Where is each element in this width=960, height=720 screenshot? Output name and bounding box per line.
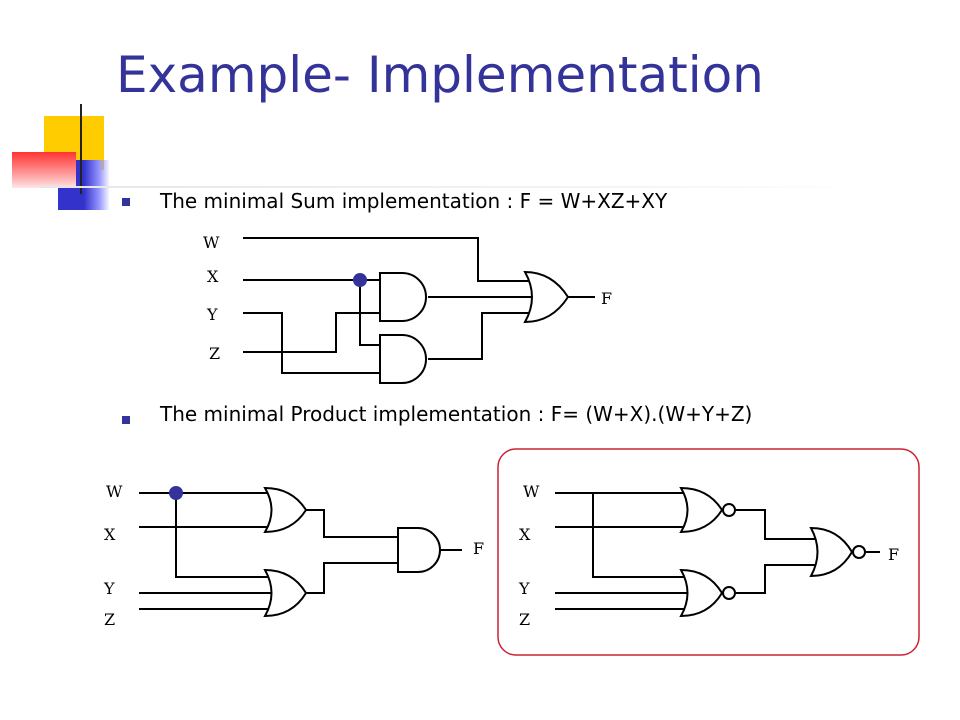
pos-input-w-label: W — [106, 482, 123, 501]
bullet-marker-1 — [122, 198, 130, 206]
deco-vertical-line — [80, 104, 82, 194]
pos-input-z-label: Z — [104, 610, 115, 629]
nor-gate-3 — [809, 526, 854, 578]
nor-gate-1 — [679, 486, 724, 534]
pos-wire-w-branch — [175, 493, 272, 578]
bullet-marker-2 — [122, 416, 130, 424]
nor-input-z-label: Z — [519, 610, 530, 629]
nor-input-x-label: X — [519, 525, 531, 544]
sop-circuit-diagram: W X Y Z F — [203, 233, 612, 384]
nor-gate-2-bubble — [722, 586, 736, 600]
nor-wire-w-branch — [592, 493, 688, 578]
pos-input-y-label: Y — [103, 579, 115, 598]
nor-wire-nor1-out — [736, 509, 818, 540]
pos-junction-dot — [169, 486, 183, 500]
bullet-product-implementation: The minimal Product implementation : F= … — [160, 402, 753, 426]
pos-and-gate — [397, 527, 441, 573]
deco-red-square — [12, 152, 76, 188]
nor-gate-1-bubble — [722, 503, 736, 517]
sop-wire-y — [243, 312, 380, 374]
pos-or-gate-1 — [263, 486, 308, 534]
slide-title: Example- Implementation — [116, 46, 764, 104]
sop-junction-dot — [353, 273, 367, 287]
nor-gate-2 — [679, 568, 724, 618]
sop-wire-x-branch — [359, 280, 380, 346]
pos-or-and-circuit-diagram: W X Y Z F — [103, 482, 484, 629]
sop-wire-w — [243, 237, 535, 282]
pos-or-gate-2 — [263, 568, 308, 618]
nor-wire-nor2-out — [736, 564, 818, 594]
pos-input-x-label: X — [104, 525, 116, 544]
nor-highlight-box — [497, 448, 920, 656]
nor-output-f-label: F — [888, 545, 899, 564]
pos-wire-or1-out — [305, 509, 398, 538]
sop-input-x-label: X — [207, 267, 219, 286]
title-underline — [40, 186, 870, 188]
nor-input-y-label: Y — [518, 579, 530, 598]
nor-gate-3-bubble — [852, 545, 866, 559]
pos-nor-nor-circuit-diagram: W X Y Z F — [518, 482, 899, 629]
bullet-sum-implementation: The minimal Sum implementation : F = W+X… — [160, 189, 668, 213]
sop-and-gate-2 — [379, 334, 427, 384]
sop-input-z-label: Z — [209, 344, 220, 363]
pos-wire-or2-out — [305, 562, 398, 594]
sop-input-y-label: Y — [206, 305, 218, 324]
nor-input-w-label: W — [523, 482, 540, 501]
sop-or-gate — [523, 270, 570, 324]
sop-and-gate-1 — [379, 272, 427, 322]
sop-input-w-label: W — [203, 233, 220, 252]
sop-output-f-label: F — [601, 289, 612, 308]
sop-wire-and2-out — [428, 312, 535, 360]
sop-wire-z — [243, 312, 380, 353]
pos-output-f-label: F — [473, 539, 484, 558]
